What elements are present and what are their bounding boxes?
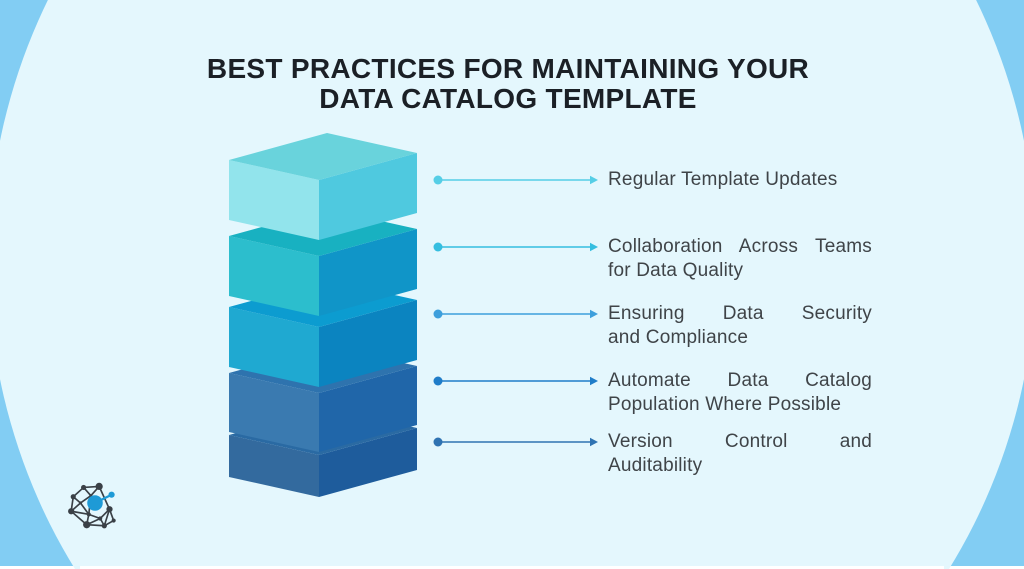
item-row-2: Collaboration Across Teams for Data Quali… bbox=[430, 235, 880, 287]
connector-3 bbox=[433, 309, 598, 319]
logo-accent-satellite bbox=[108, 491, 115, 498]
connector-4 bbox=[433, 376, 598, 386]
item-label-2: Collaboration Across Teams for Data Quali… bbox=[608, 235, 872, 283]
stack-layer-5-right-face bbox=[319, 428, 417, 497]
stack-layer-5-left-face bbox=[229, 435, 319, 497]
connector-arrow-icon bbox=[590, 242, 598, 252]
stack-layer-4-left-face bbox=[229, 373, 319, 452]
logo-node bbox=[98, 516, 103, 521]
logo-node bbox=[70, 494, 76, 500]
item-label-line: Version Control and bbox=[608, 431, 872, 452]
item-label-line: Automate Data Catalog bbox=[608, 370, 872, 391]
connector-dot bbox=[433, 309, 443, 319]
logo-node bbox=[95, 482, 103, 491]
logo-node bbox=[111, 518, 116, 523]
stack-layer-1 bbox=[229, 133, 417, 240]
layer-stack-graphic bbox=[229, 133, 417, 497]
logo-edge bbox=[79, 502, 90, 515]
logo-node bbox=[101, 523, 107, 529]
logo-accent-edge bbox=[100, 494, 111, 501]
stack-layer-4-right-face bbox=[319, 366, 417, 452]
bottom-strip bbox=[80, 566, 944, 569]
stack-layer-1-top-face bbox=[229, 133, 417, 180]
logo-node bbox=[106, 506, 113, 513]
page-title-line-2: DATA CATALOG TEMPLATE bbox=[319, 83, 697, 114]
logo-accent-node bbox=[87, 495, 103, 511]
stack-layer-3-left-face bbox=[229, 307, 319, 387]
connector-5 bbox=[433, 437, 598, 447]
stack-layer-2-left-face bbox=[229, 236, 319, 316]
logo-edge bbox=[80, 495, 92, 504]
stack-layer-3-right-face bbox=[319, 300, 417, 387]
item-row-1: Regular Template Updates bbox=[430, 168, 880, 220]
item-label-3: Ensuring Data Security and Compliance bbox=[608, 302, 872, 350]
logo-node bbox=[68, 508, 75, 515]
connector-arrow-icon bbox=[590, 376, 598, 386]
item-label-line: and Compliance bbox=[608, 327, 749, 348]
logo-node bbox=[83, 521, 91, 529]
connector-dot bbox=[433, 175, 443, 185]
item-label-line: Population Where Possible bbox=[608, 394, 842, 415]
item-label-line: Auditability bbox=[608, 455, 703, 476]
stack-layer-1-left-face bbox=[229, 160, 319, 240]
page-title-line-1: BEST PRACTICES FOR MAINTAINING YOUR bbox=[206, 53, 810, 84]
connector-2 bbox=[433, 242, 598, 252]
item-label-line: Collaboration Across Teams bbox=[608, 236, 872, 257]
stack-layer-1-right-face bbox=[319, 153, 417, 240]
stack-layer-2-right-face bbox=[319, 229, 417, 316]
connector-1 bbox=[433, 175, 598, 185]
connector-dot bbox=[433, 242, 443, 252]
item-label-line: Ensuring Data Security bbox=[608, 303, 872, 324]
stack-layer-2 bbox=[229, 209, 417, 316]
logo-node bbox=[86, 512, 91, 517]
connector-arrow-icon bbox=[590, 437, 598, 447]
connector-arrow-icon bbox=[590, 309, 598, 319]
brand-logo bbox=[68, 482, 116, 529]
connector-dot bbox=[433, 437, 443, 447]
item-label-1: Regular Template Updates bbox=[608, 168, 872, 192]
logo-node bbox=[78, 501, 83, 505]
item-label-line: Regular Template Updates bbox=[608, 169, 838, 190]
connector-dot bbox=[433, 376, 443, 386]
connector-arrow-icon bbox=[590, 175, 598, 185]
item-label-line: for Data Quality bbox=[608, 260, 744, 281]
item-row-3: Ensuring Data Security and Compliance bbox=[430, 302, 880, 354]
page-title: BEST PRACTICES FOR MAINTAINING YOUR DATA… bbox=[0, 54, 1016, 114]
logo-node bbox=[81, 484, 87, 491]
